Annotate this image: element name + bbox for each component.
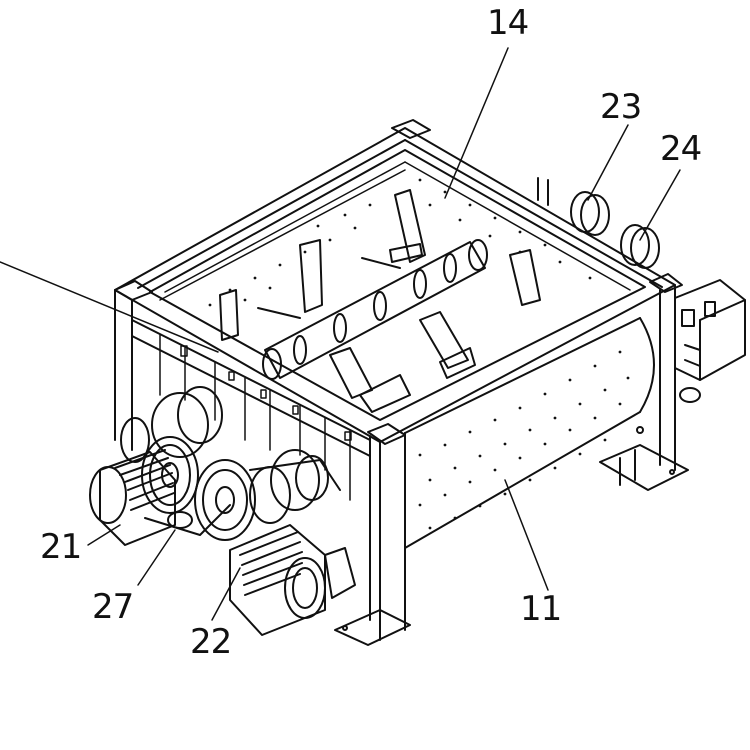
front-panel-strips: [159, 334, 352, 501]
leader-lines: [0, 47, 681, 621]
ref-label-11: 11: [520, 589, 562, 629]
mixing-shaft: [219, 189, 541, 413]
ref-label-24: 24: [660, 129, 702, 169]
leader-11: [504, 479, 549, 591]
ref-label-21: 21: [40, 527, 82, 567]
leader-24: [639, 169, 681, 241]
ref-label-14: 14: [487, 3, 529, 43]
base-feet: [334, 444, 689, 646]
leader-23: [587, 124, 629, 201]
leader-22: [211, 567, 241, 621]
leader-21: [87, 524, 121, 546]
trough-body: [404, 317, 655, 549]
pulley-right: [194, 449, 341, 541]
ref-label-22: 22: [190, 622, 232, 662]
motor-22: [229, 524, 356, 636]
ref-label-27: 27: [92, 587, 134, 627]
top-frame: [114, 119, 683, 445]
inner-rim: [159, 161, 631, 301]
ref-label-23: 23: [600, 87, 642, 127]
pulley-left: [120, 386, 231, 536]
right-drive: [537, 177, 746, 403]
leader-left-edge: [0, 261, 219, 353]
dot-pattern: [208, 178, 630, 530]
leader-14: [444, 47, 509, 199]
leader-27: [137, 529, 176, 586]
motor-21: [89, 449, 176, 546]
